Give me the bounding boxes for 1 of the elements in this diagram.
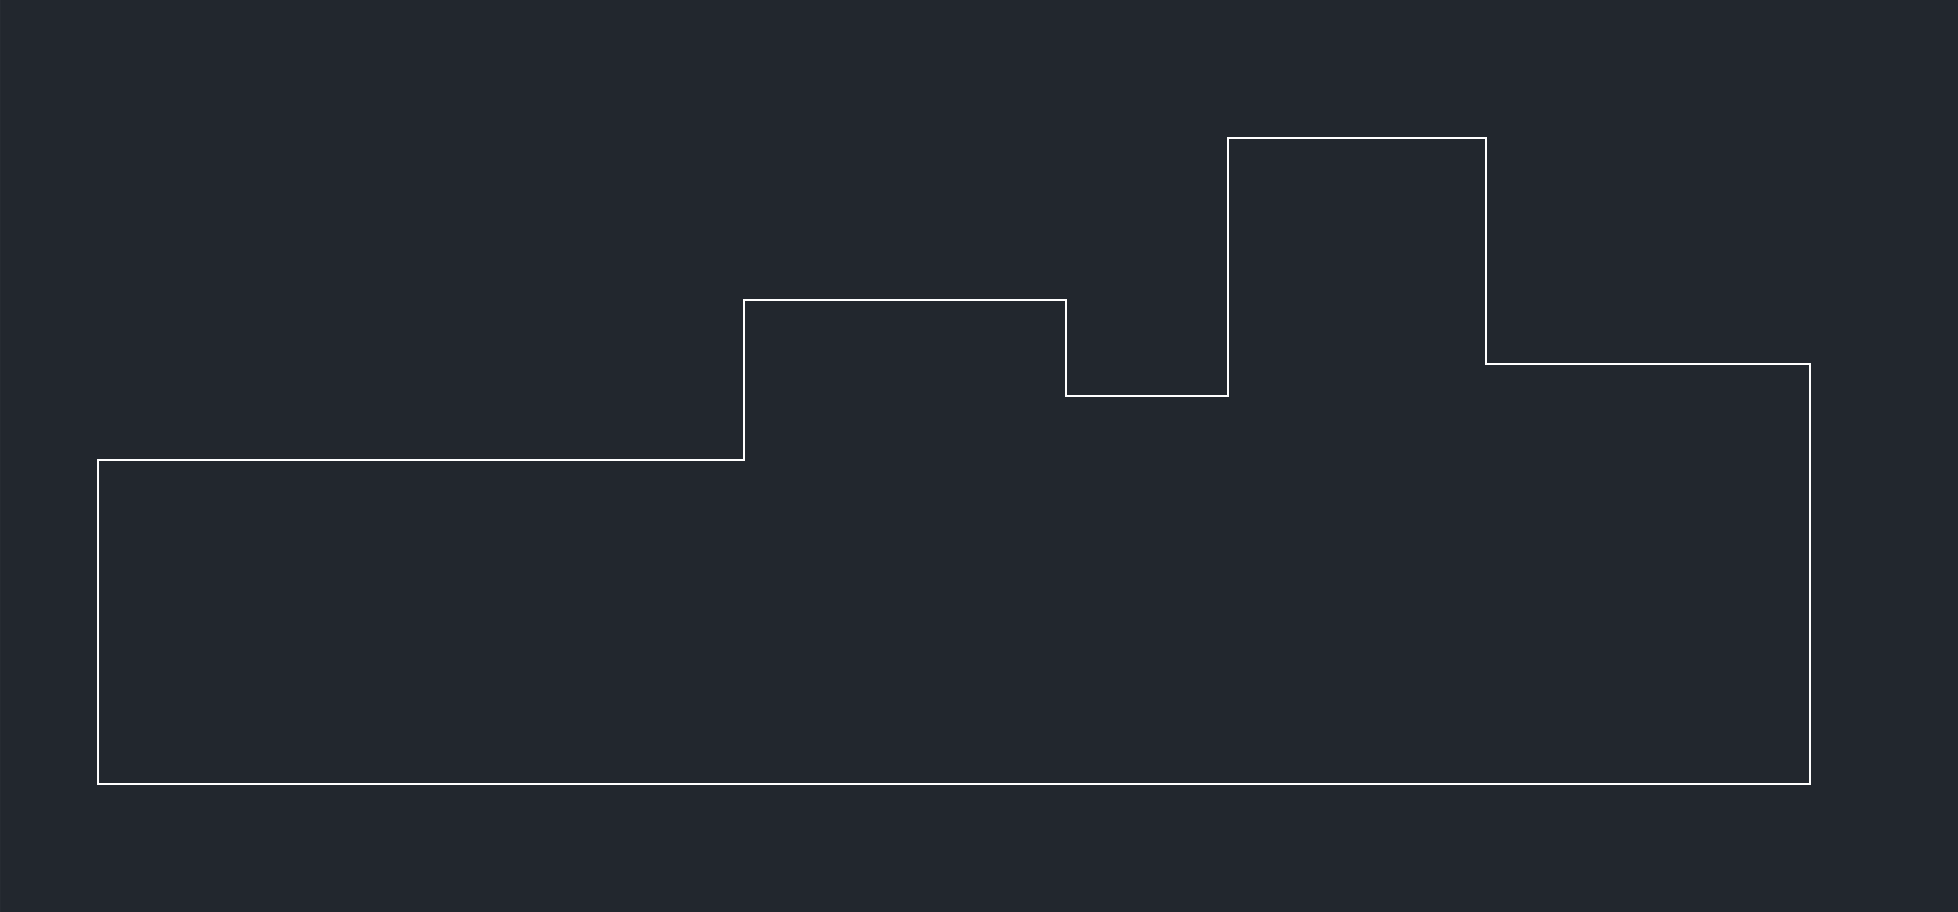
outline-shape	[97, 137, 1811, 785]
